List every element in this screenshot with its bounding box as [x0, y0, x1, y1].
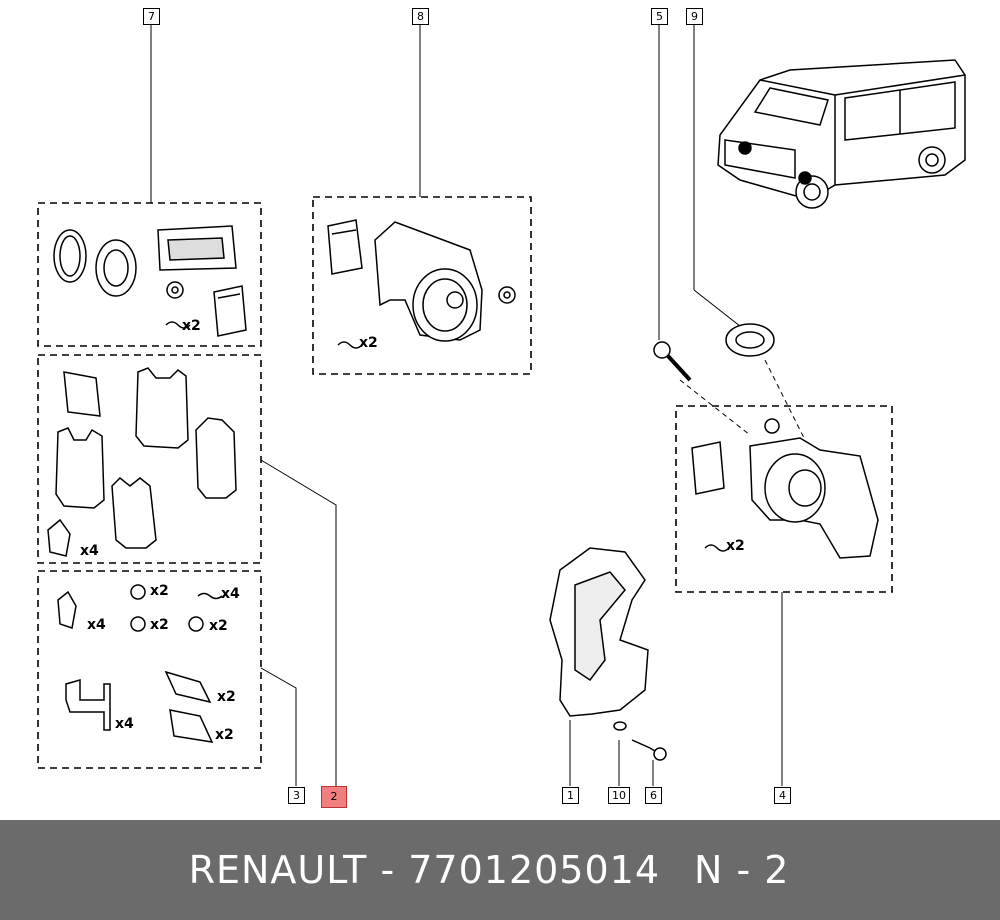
qty-label: x4: [80, 543, 99, 559]
callout-4[interactable]: 4: [774, 787, 791, 804]
callout-6[interactable]: 6: [645, 787, 662, 804]
seal-kit-frame: [37, 202, 262, 347]
qty-label: x4: [221, 586, 240, 602]
caliper-kit-frame: [312, 196, 532, 375]
qty-label: x2: [726, 538, 745, 554]
qty-label: x2: [359, 335, 378, 351]
callout-8[interactable]: 8: [412, 8, 429, 25]
qty-label: x4: [115, 716, 134, 732]
exploded-view-drawing: [37, 25, 966, 786]
callout-10[interactable]: 10: [608, 787, 630, 804]
qty-label: x2: [209, 618, 228, 634]
footer-bar: [0, 820, 1000, 920]
callout-9[interactable]: 9: [686, 8, 703, 25]
qty-label: x4: [87, 617, 106, 633]
callout-7[interactable]: 7: [143, 8, 160, 25]
page-label: N - 2: [694, 848, 790, 892]
qty-label: x2: [182, 318, 201, 334]
hardware-kit-frame: [37, 570, 262, 769]
qty-label: x2: [150, 583, 169, 599]
van-icon: [717, 59, 966, 209]
qty-label: x2: [217, 689, 236, 705]
caliper-kit-parts: [327, 219, 516, 349]
seal-kit-parts: [53, 225, 247, 337]
pad-kit-frame: [37, 354, 262, 564]
bolts-and-seals: [613, 323, 775, 761]
caliper-assembly-frame: [675, 405, 893, 593]
qty-label: x2: [215, 727, 234, 743]
callout-1[interactable]: 1: [562, 787, 579, 804]
qty-label: x2: [150, 617, 169, 633]
hardware-kit-parts: [57, 584, 223, 743]
callout-2-highlighted[interactable]: 2: [321, 786, 347, 808]
caliper-bracket: [549, 547, 649, 717]
part-number-label: RENAULT - 7701205014: [188, 848, 660, 892]
callout-3[interactable]: 3: [288, 787, 305, 804]
callout-5[interactable]: 5: [651, 8, 668, 25]
caliper-assembly: [691, 418, 879, 559]
brake-pads: [47, 367, 237, 557]
